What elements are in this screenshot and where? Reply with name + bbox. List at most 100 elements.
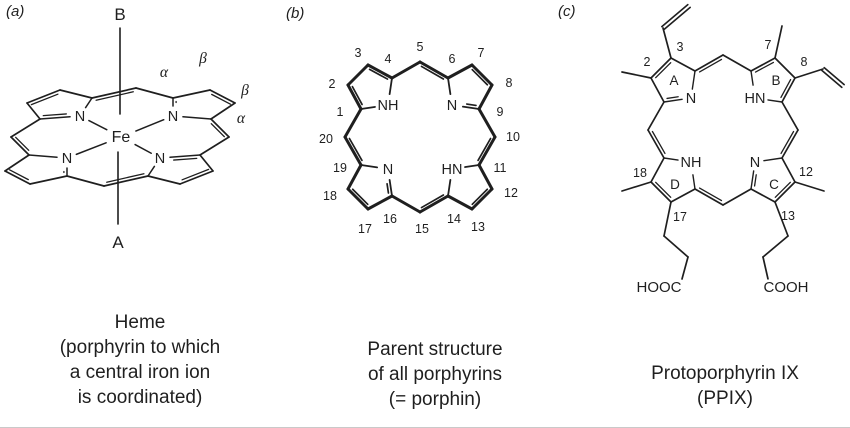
bond (210, 118, 230, 138)
bond (774, 181, 791, 198)
position-number-11: 11 (494, 161, 507, 175)
bond (477, 83, 494, 111)
bond (420, 194, 445, 209)
ring-letter-d: D (670, 177, 680, 192)
caption-heme: Heme (porphyrin to which a central iron … (59, 312, 221, 408)
bond (794, 68, 824, 79)
bond (210, 123, 225, 138)
bond (767, 99, 783, 103)
bond (26, 89, 61, 104)
bond (780, 78, 792, 99)
bond (388, 178, 393, 197)
bond (91, 87, 137, 99)
bond (763, 157, 783, 162)
bond (173, 157, 198, 161)
bond (75, 142, 107, 156)
alpha-label: α (237, 110, 246, 127)
bond (647, 129, 665, 159)
bond (477, 107, 497, 139)
bond (691, 70, 696, 90)
position-number-19: 19 (333, 161, 347, 175)
heme-structure: (a) B A Fe N N N N α α β β (4, 3, 249, 252)
bond (650, 181, 672, 203)
nitrogen-label: N (750, 155, 760, 171)
iron-label: Fe (112, 129, 131, 146)
bond (343, 107, 363, 139)
position-number-20: 20 (319, 132, 333, 146)
bond (447, 178, 452, 197)
bond (179, 170, 214, 185)
porphin-structure: (b) NH N N HN 1 2 3 4 5 6 7 8 9 10 11 12… (286, 5, 520, 236)
position-number-2: 2 (644, 55, 651, 69)
bond (774, 57, 796, 79)
position-number-3: 3 (677, 40, 684, 54)
bond (390, 194, 422, 214)
bond (781, 129, 799, 159)
bond (698, 187, 723, 202)
position-number-12: 12 (799, 165, 813, 179)
bond (29, 175, 68, 185)
bond (360, 105, 379, 110)
bond (84, 97, 93, 109)
bond (663, 6, 691, 31)
bond (66, 175, 105, 187)
bond (10, 118, 41, 138)
bond (470, 187, 494, 211)
bond (4, 154, 30, 172)
alpha-label: α (160, 64, 169, 81)
bond (420, 65, 445, 80)
position-number-4: 4 (385, 52, 392, 66)
position-number-18: 18 (633, 166, 647, 180)
bond-layer (4, 27, 236, 225)
position-number-13: 13 (471, 220, 485, 234)
bond (621, 71, 652, 79)
bond (172, 89, 211, 99)
bond (650, 57, 672, 79)
panel-tag-b: (b) (286, 5, 304, 22)
bond (106, 173, 145, 183)
bond (181, 168, 210, 181)
bond (346, 63, 370, 87)
panel-tag-a: (a) (6, 3, 24, 20)
ring-letter-b: B (771, 73, 780, 88)
bond (446, 194, 474, 211)
hn-label: HN (442, 162, 463, 178)
bond (103, 175, 149, 187)
bond (386, 182, 390, 194)
position-number-6: 6 (449, 52, 456, 66)
bond (39, 116, 71, 120)
bond (199, 136, 230, 156)
bond (210, 102, 236, 120)
beta-label: β (198, 50, 207, 67)
bond (651, 130, 666, 155)
position-number-5: 5 (417, 40, 424, 54)
bond (663, 201, 672, 237)
ppix-structure: (c) N HN N NH A B C D 2 3 7 8 12 18 17 1… (558, 3, 845, 299)
bond (750, 170, 755, 190)
bond (621, 181, 652, 192)
bond (821, 69, 843, 89)
bond (477, 135, 497, 167)
bond (655, 62, 672, 79)
acid-left-label: HOOC (637, 279, 682, 296)
bond-layer (621, 3, 845, 280)
position-number-17: 17 (673, 210, 687, 224)
caption-porphin: Parent structure of all porphyrins (= po… (367, 339, 503, 410)
bond (722, 188, 752, 206)
nitrogen-label: N (383, 162, 393, 178)
bond (169, 154, 201, 158)
bond (42, 113, 67, 117)
bond (750, 57, 776, 72)
position-number-7: 7 (478, 46, 485, 60)
bond (750, 70, 754, 86)
bond (30, 93, 59, 106)
bond (28, 154, 58, 158)
bond (147, 175, 181, 185)
bond (461, 105, 480, 110)
bond (694, 188, 724, 206)
bond (750, 188, 776, 203)
bond (351, 188, 369, 206)
axial-top-label: B (114, 5, 125, 24)
nitrogen-label: N (686, 91, 696, 107)
bond (209, 89, 236, 104)
